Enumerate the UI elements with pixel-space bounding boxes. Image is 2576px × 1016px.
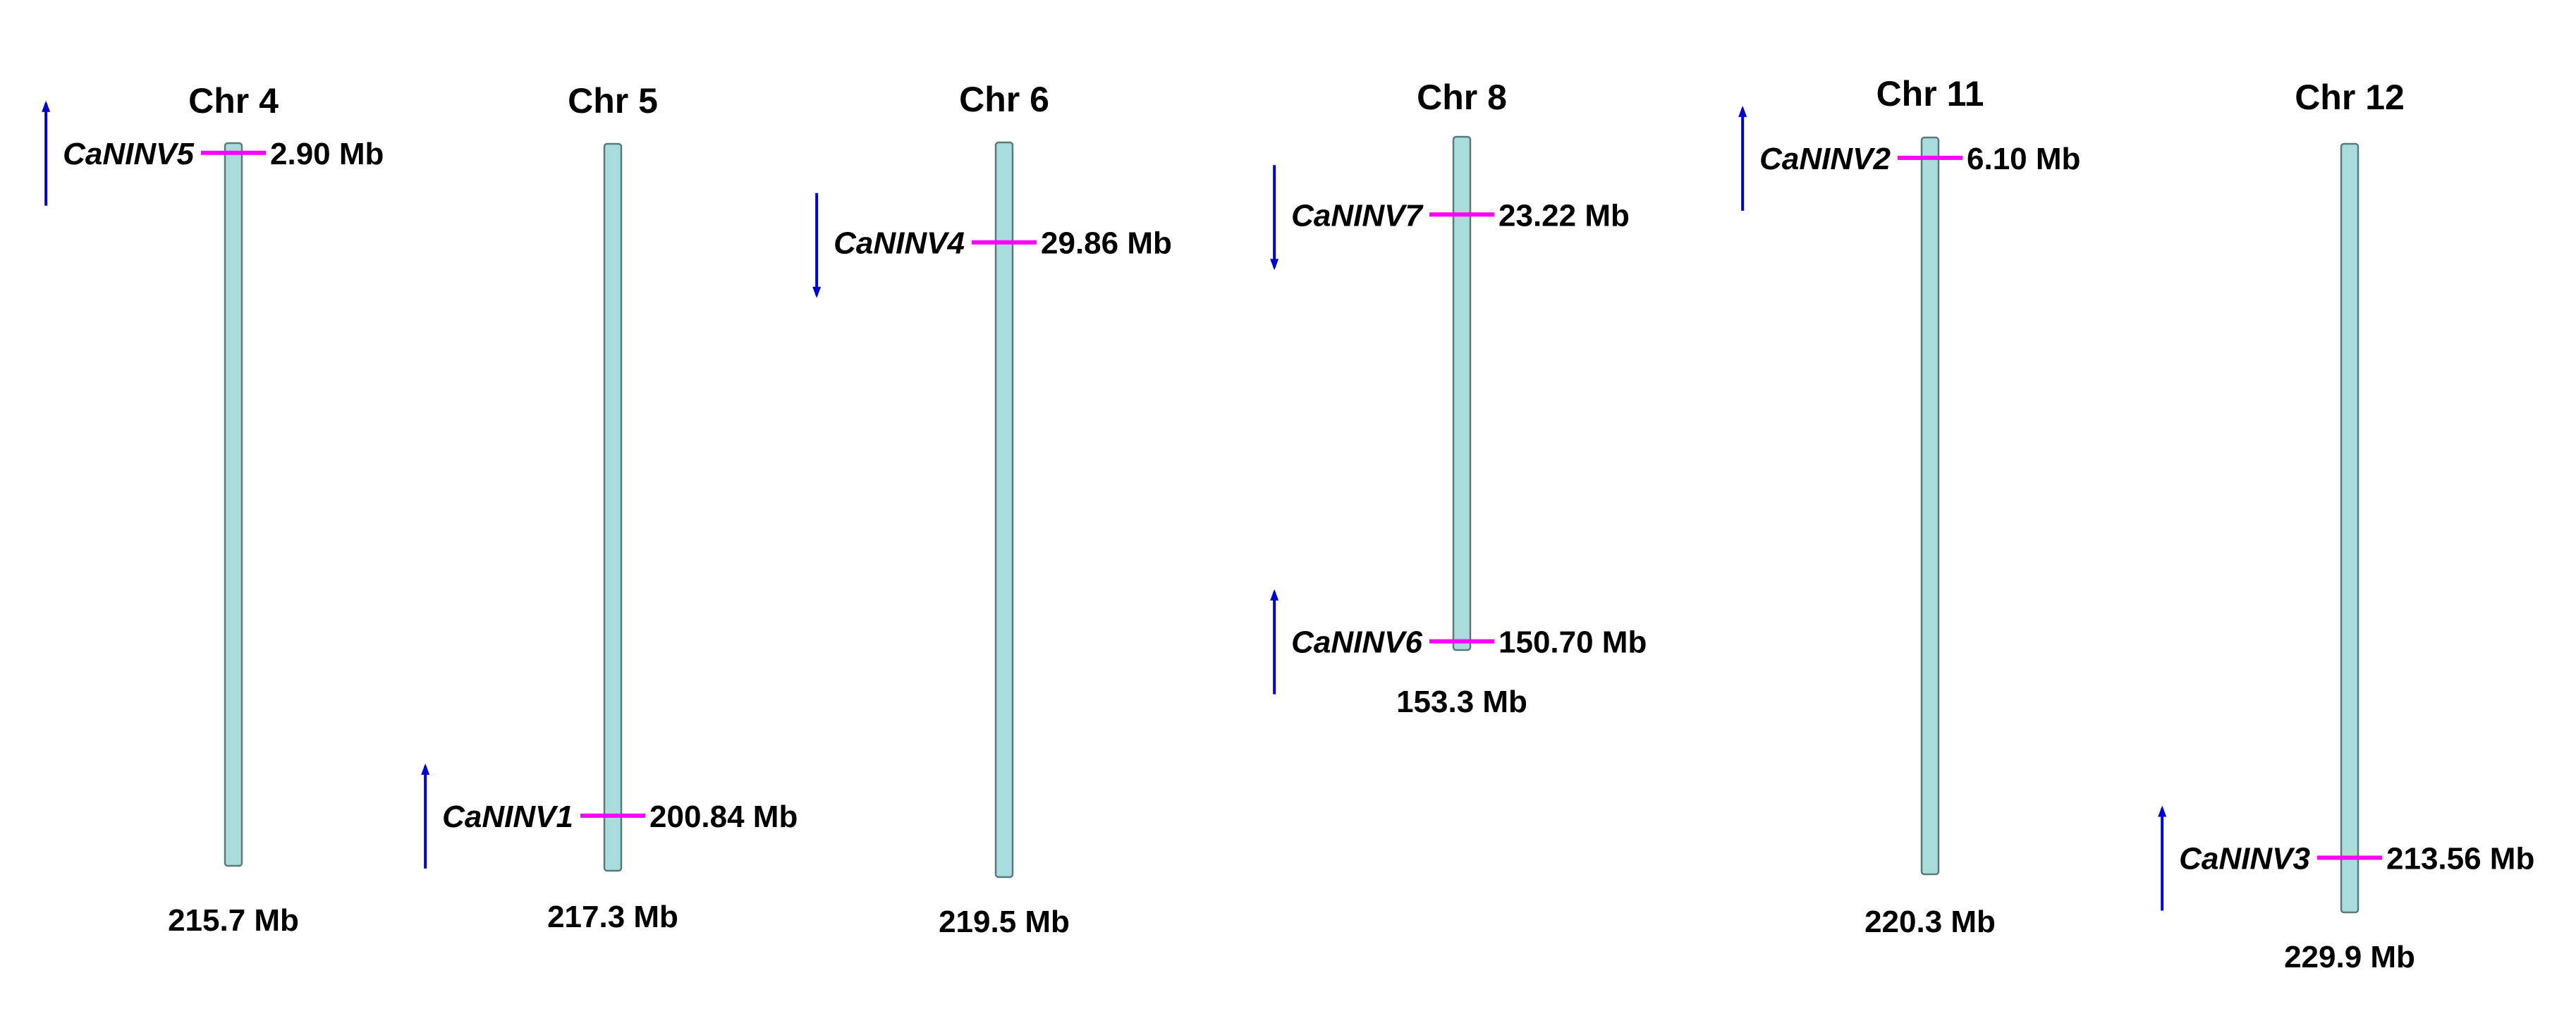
strand-arrow-head (1270, 259, 1279, 271)
chromosome-title: Chr 5 (568, 81, 658, 121)
chromosome-bar (994, 141, 1014, 879)
chromosome-length-label: 153.3 Mb (1396, 685, 1527, 719)
gene-position-label: 2.90 Mb (270, 137, 384, 171)
gene-CaNINV4: CaNINV4 29.86 Mb (812, 192, 1172, 298)
chromosome-length-label: 219.5 Mb (939, 905, 1070, 939)
strand-arrow-head (421, 763, 430, 775)
chromosome-bar (1920, 136, 1940, 876)
gene-CaNINV6: CaNINV6 150.70 Mb (1270, 589, 1647, 694)
gene-CaNINV1: CaNINV1 200.84 Mb (421, 763, 798, 869)
gene-name-label: CaNINV4 (834, 226, 965, 261)
gene-name-label: CaNINV6 (1291, 625, 1422, 660)
chromosome-title: Chr 4 (188, 81, 279, 121)
chromosome-bar (1452, 135, 1472, 651)
chromosome-length-label: 229.9 Mb (2284, 940, 2415, 974)
gene-name-label: CaNINV1 (442, 800, 573, 834)
chromosome-length-label: 215.7 Mb (168, 903, 299, 938)
chromosome-chr5: Chr 5 217.3 Mb CaNINV1 200.84 Mb (421, 81, 798, 934)
gene-name-label: CaNINV3 (2179, 842, 2310, 876)
strand-arrow-head (2158, 805, 2167, 817)
gene-position-label: 23.22 Mb (1498, 198, 1630, 233)
chromosome-length-label: 217.3 Mb (547, 900, 678, 934)
chromosome-chr6: Chr 6 219.5 Mb CaNINV4 29.86 Mb (812, 80, 1172, 939)
chromosome-chr12: Chr 12 229.9 Mb CaNINV3 213.56 Mb (2158, 78, 2534, 974)
gene-CaNINV7: CaNINV7 23.22 Mb (1270, 165, 1630, 271)
gene-position-label: 6.10 Mb (1967, 142, 2080, 176)
gene-position-label: 150.70 Mb (1498, 625, 1647, 660)
gene-name-label: CaNINV7 (1291, 198, 1424, 233)
strand-arrow-head (1270, 589, 1279, 601)
gene-CaNINV5: CaNINV5 2.90 Mb (42, 100, 384, 206)
gene-position-label: 29.86 Mb (1041, 226, 1172, 261)
chromosome-title: Chr 11 (1876, 74, 1984, 114)
strand-arrow-head (1738, 105, 1747, 117)
chromosome-title: Chr 12 (2295, 78, 2405, 117)
chromosome-title: Chr 6 (959, 80, 1049, 119)
gene-CaNINV2: CaNINV2 6.10 Mb (1738, 105, 2080, 211)
chromosome-title: Chr 8 (1417, 78, 1507, 117)
chromosome-bar (224, 142, 243, 867)
chromosome-bar (603, 142, 623, 872)
chromosome-chr8: Chr 8 153.3 Mb CaNINV7 23.22 Mb CaNINV6 150.7… (1270, 78, 1647, 719)
gene-position-label: 200.84 Mb (649, 800, 798, 834)
gene-position-label: 213.56 Mb (2386, 842, 2534, 876)
strand-arrow-head (812, 286, 822, 298)
chromosome-chr4: Chr 4 215.7 Mb CaNINV5 2.90 Mb (42, 81, 384, 938)
chromosome-bar (2340, 142, 2360, 914)
chromosome-chr11: Chr 11 220.3 Mb CaNINV2 6.10 Mb (1738, 74, 2080, 939)
gene-CaNINV3: CaNINV3 213.56 Mb (2158, 805, 2534, 911)
strand-arrow-head (42, 100, 51, 112)
gene-name-label: CaNINV5 (63, 137, 194, 171)
gene-name-label: CaNINV2 (1759, 142, 1891, 176)
chromosome-length-label: 220.3 Mb (1864, 905, 1996, 939)
